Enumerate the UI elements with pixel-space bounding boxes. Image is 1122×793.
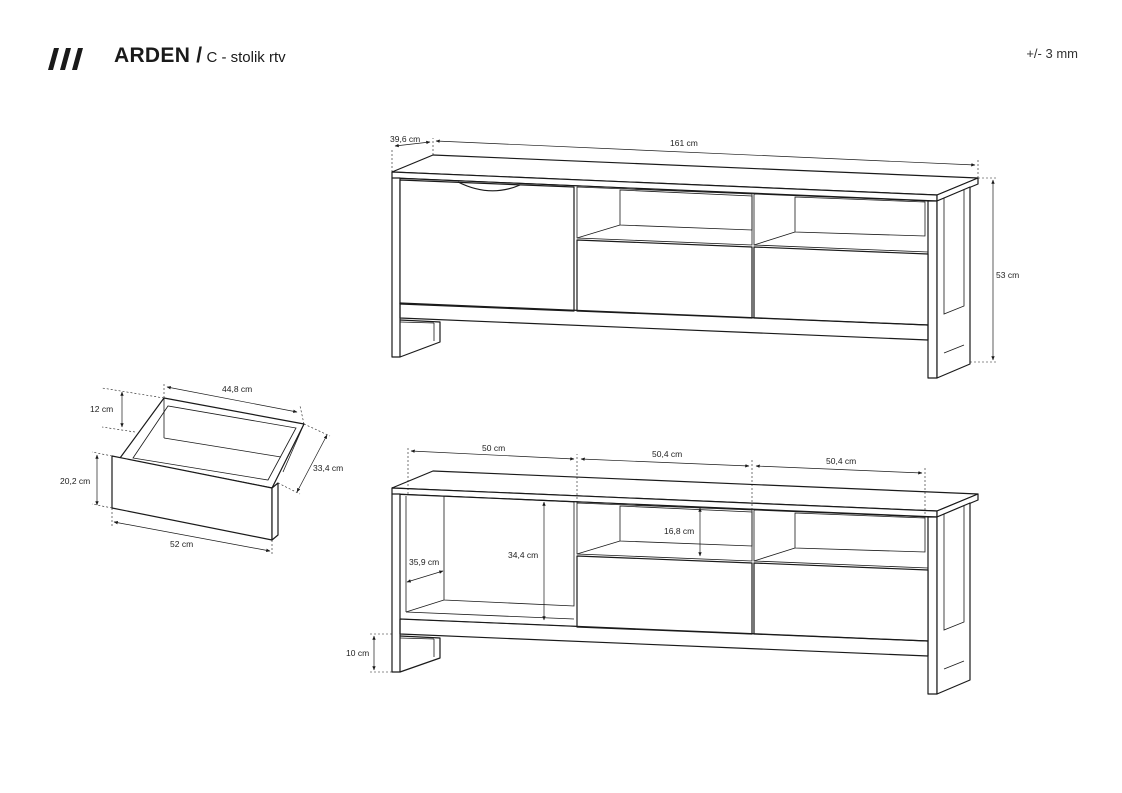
dim-total-height: 53 cm (996, 270, 1019, 280)
dim-leg-height: 10 cm (346, 648, 369, 658)
dim-total-width: 161 cm (670, 138, 698, 148)
tolerance-note: +/- 3 mm (1026, 46, 1078, 61)
dim-section-mid-width: 50,4 cm (652, 449, 682, 459)
product-name: ARDEN / (114, 44, 203, 67)
door-handle-groove (457, 181, 521, 192)
dim-shelf-opening-height: 16,8 cm (664, 526, 694, 536)
left-frame-front (391, 177, 401, 358)
triple-slash-logo-icon (48, 48, 83, 70)
drawer-detail-view: 44,8 cm 12 cm 20,2 cm 33,4 cm 52 cm (60, 382, 343, 556)
page-header: ARDEN /C - stolik rtv +/- 3 mm (48, 44, 1078, 74)
dim-depth-top: 39,6 cm (390, 134, 420, 144)
dim-drawer-inner-height: 12 cm (90, 404, 113, 414)
page-title: ARDEN /C - stolik rtv (114, 44, 286, 68)
drawer-front-panel (111, 455, 273, 541)
product-subtitle: C - stolik rtv (206, 49, 286, 66)
middle-drawer (576, 239, 753, 319)
left-door (399, 179, 575, 312)
dim-drawer-width: 44,8 cm (222, 384, 252, 394)
dim-section-right-width: 50,4 cm (826, 456, 856, 466)
dim-drawer-front-width: 52 cm (170, 539, 193, 549)
tv-stand-open-view: 50 cm 50,4 cm 50,4 cm 16,8 cm 34,4 cm 35… (346, 443, 979, 695)
right-frame-front (927, 200, 938, 379)
dim-left-compartment-depth: 35,9 cm (409, 557, 439, 567)
dim-section-left-width: 50 cm (482, 443, 505, 453)
right-drawer (753, 246, 929, 326)
dim-drawer-depth: 33,4 cm (313, 463, 343, 473)
dim-drawer-front-height: 20,2 cm (60, 476, 90, 486)
tv-stand-closed-view: 39,6 cm 161 cm 53 cm (390, 134, 1019, 379)
dim-left-compartment-height: 34,4 cm (508, 550, 538, 560)
